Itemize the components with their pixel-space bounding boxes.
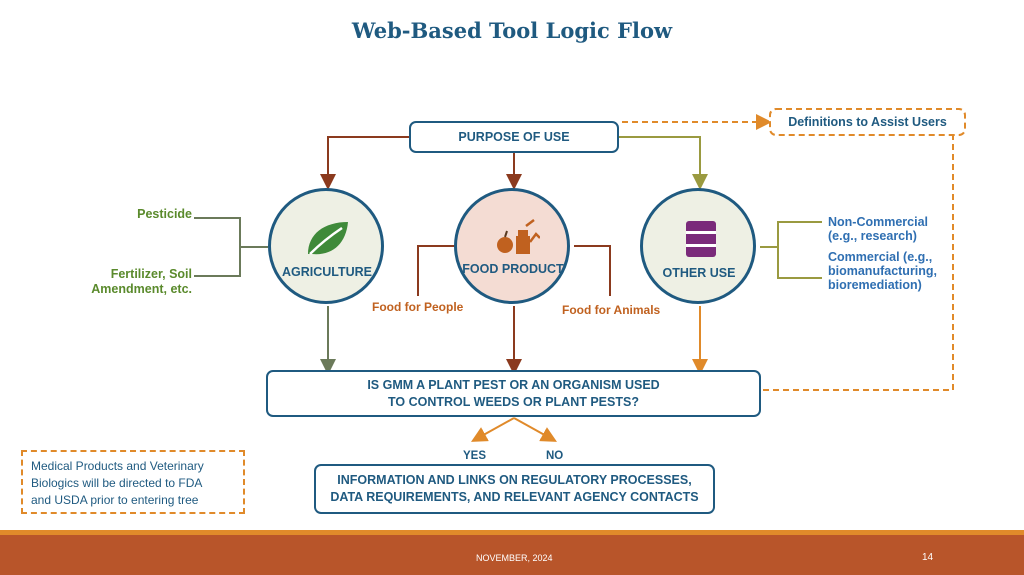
yes-label: YES: [463, 450, 487, 462]
question-line-2: TO CONTROL WEEDS OR PLANT PESTS?: [388, 394, 639, 409]
purpose-of-use-box: PURPOSE OF USE: [409, 121, 619, 153]
footer-bar: [0, 530, 1024, 575]
medical-note-box: Medical Products and Veterinary Biologic…: [21, 450, 245, 514]
food-for-people-label: Food for People: [372, 300, 464, 314]
food-for-animals-label: Food for Animals: [562, 303, 661, 317]
barrel-icon: [686, 221, 716, 257]
info-box: INFORMATION AND LINKS ON REGULATORY PROC…: [314, 464, 715, 514]
definitions-box: Definitions to Assist Users: [769, 108, 966, 136]
leaf-icon: [308, 222, 348, 255]
info-line-1: INFORMATION AND LINKS ON REGULATORY PROC…: [337, 473, 692, 487]
page-number: 14: [922, 552, 934, 563]
question-box: IS GMM A PLANT PEST OR AN ORGANISM USED …: [266, 370, 761, 417]
agriculture-label: AGRICULTURE: [281, 265, 373, 279]
footer-date: NOVEMBER, 2024: [476, 553, 553, 563]
other-use-label: OTHER USE: [662, 266, 736, 280]
food-product-label: FOOD PRODUCT: [462, 262, 564, 276]
page-title: Web-Based Tool Logic Flow: [351, 18, 673, 43]
food-icon: [497, 219, 540, 254]
purpose-of-use-label: PURPOSE OF USE: [458, 129, 570, 144]
question-line-1: IS GMM A PLANT PEST OR AN ORGANISM USED: [367, 377, 660, 392]
pesticide-label: Pesticide: [137, 207, 192, 221]
fertilizer-label: Fertilizer, Soil Amendment, etc.: [91, 267, 192, 296]
no-label: NO: [546, 450, 564, 462]
commercial-label: Commercial (e.g., biomanufacturing, bior…: [828, 250, 938, 292]
non-commercial-label: Non-Commercial (e.g., research): [828, 215, 929, 243]
info-line-2: DATA REQUIREMENTS, AND RELEVANT AGENCY C…: [330, 490, 699, 504]
definitions-label: Definitions to Assist Users: [788, 114, 947, 129]
